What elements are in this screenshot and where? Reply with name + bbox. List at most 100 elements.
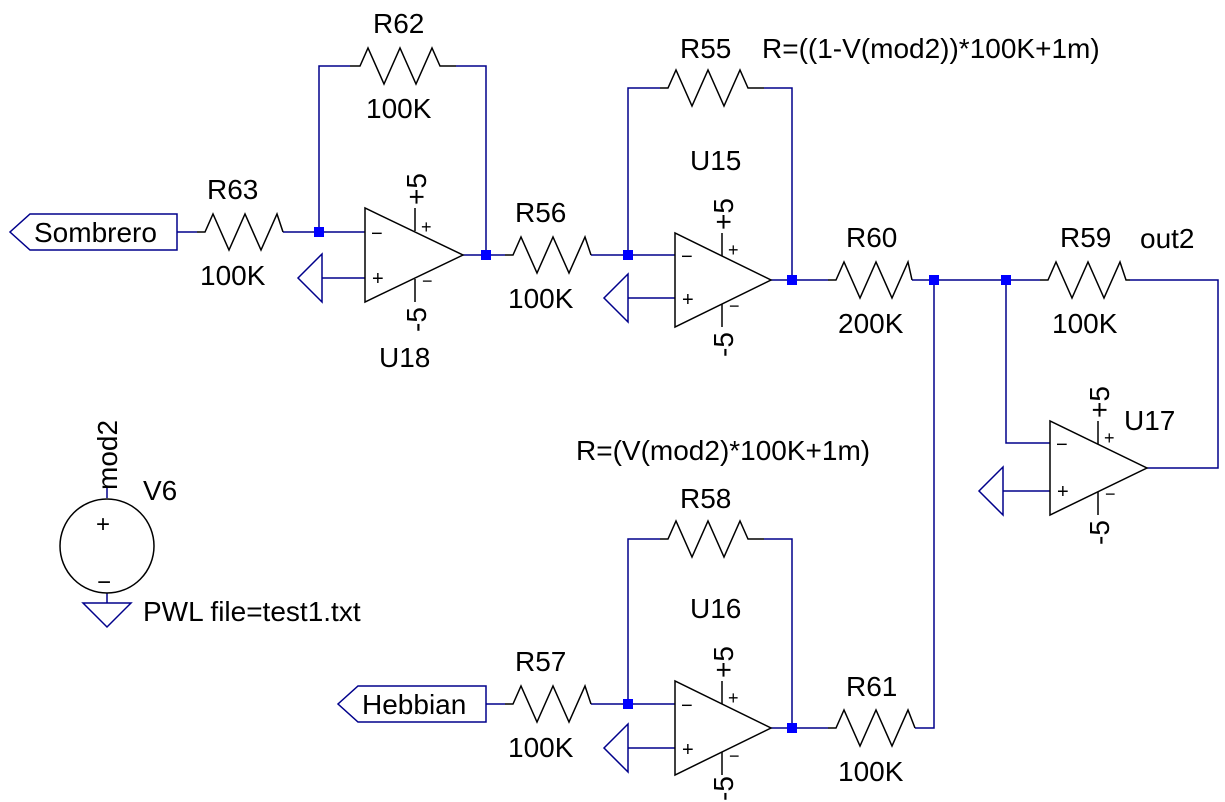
resistor-r61-symbol <box>828 708 916 748</box>
resistor-r57: R57 100K <box>505 646 592 763</box>
opamp-u15-in-minus: − <box>681 246 693 268</box>
opamp-u18-pin-plus: + <box>421 217 432 237</box>
resistor-r57-ref: R57 <box>515 646 566 677</box>
source-v6: + − mod2 V6 PWL file=test1.txt <box>59 420 361 627</box>
ground-v6-icon <box>81 602 133 629</box>
junction-dot <box>623 699 633 709</box>
wires <box>106 65 1219 749</box>
resistor-r62: R62 100K <box>350 8 456 124</box>
port-hebbian: Hebbian <box>336 685 487 723</box>
opamp-u16: − + + − +5 -5 U16 <box>674 593 773 801</box>
resistor-r62-symbol <box>350 46 456 86</box>
source-v6-spec: PWL file=test1.txt <box>143 596 361 627</box>
resistor-r56-value: 100K <box>508 283 574 314</box>
ground-u18-icon <box>296 252 323 304</box>
opamp-u16-in-plus: + <box>682 739 694 761</box>
opamp-u17: − + + − +5 -5 U17 <box>1049 386 1175 545</box>
opamp-u15-in-plus: + <box>682 289 694 311</box>
port-sombrero-flag <box>8 213 178 251</box>
opamp-u16-pin-plus: + <box>728 688 739 708</box>
port-hebbian-label: Hebbian <box>362 689 466 720</box>
wire-r61-sum <box>915 280 935 729</box>
junctions <box>314 227 1011 733</box>
opamp-u16-supply-neg: -5 <box>708 776 739 801</box>
resistor-r63-value: 100K <box>200 260 266 291</box>
opamp-u17-supply-pos: +5 <box>1084 386 1115 418</box>
opamp-u15-pin-plus: + <box>728 240 739 260</box>
source-v6-net: mod2 <box>92 420 123 490</box>
opamp-u17-supply-neg: -5 <box>1084 520 1115 545</box>
source-v6-circle <box>59 498 155 594</box>
opamp-u18-triangle <box>364 206 465 304</box>
resistor-r55-value: R=((1-V(mod2))*100K+1m) <box>762 33 1100 64</box>
resistor-r61-ref: R61 <box>846 671 897 702</box>
net-label-out2: out2 <box>1140 223 1195 254</box>
ground-u17-icon <box>977 465 1004 517</box>
wire-r62-feedback <box>318 65 350 232</box>
resistor-r57-symbol <box>505 683 592 724</box>
opamp-u18-in-plus: + <box>372 268 384 290</box>
opamp-u15-triangle <box>674 231 773 329</box>
wire-r62-feedback-right <box>456 65 487 255</box>
opamp-u17-pin-plus: + <box>1104 428 1115 448</box>
resistor-r63-ref: R63 <box>207 174 258 205</box>
resistor-r58-ref: R58 <box>680 483 731 514</box>
resistor-r60-ref: R60 <box>846 222 897 253</box>
opamp-u16-ref: U16 <box>690 593 741 624</box>
opamp-u15-supply-pos: +5 <box>708 198 739 230</box>
opamp-u18-pin-minus: − <box>422 271 433 291</box>
resistor-r60-value: 200K <box>838 308 904 339</box>
opamp-u17-pin-minus: − <box>1105 484 1116 504</box>
resistor-r58-symbol <box>660 519 764 559</box>
resistor-r57-value: 100K <box>508 732 574 763</box>
opamp-u16-supply-pos: +5 <box>708 646 739 678</box>
resistor-r63: R63 100K <box>197 174 284 291</box>
opamp-u18-supply-pos: +5 <box>401 173 432 205</box>
resistor-r63-symbol <box>197 211 284 252</box>
ground-u15-icon <box>602 272 629 324</box>
resistor-r56-symbol <box>505 234 592 275</box>
junction-dot <box>314 227 324 237</box>
port-sombrero: Sombrero <box>8 213 178 251</box>
junction-dot <box>787 723 797 733</box>
resistor-r58-value: R=(V(mod2)*100K+1m) <box>576 435 870 466</box>
resistor-r56: R56 100K <box>505 197 592 314</box>
resistor-r59-ref: R59 <box>1060 222 1111 253</box>
junction-dot <box>929 275 939 285</box>
resistor-r59-value: 100K <box>1052 308 1118 339</box>
grounds <box>81 252 1004 774</box>
opamp-u16-pin-minus: − <box>729 746 740 766</box>
opamp-u16-triangle <box>674 679 773 777</box>
opamp-u15-supply-neg: -5 <box>708 332 739 357</box>
opamp-u17-ref: U17 <box>1124 405 1175 436</box>
wire-r55-feedback-left <box>627 87 660 255</box>
resistor-r62-value: 100K <box>366 93 432 124</box>
resistor-r55: R55 R=((1-V(mod2))*100K+1m) <box>660 33 1100 108</box>
opamp-u18: − + + − +5 -5 U18 <box>364 173 465 373</box>
resistor-r61-value: 100K <box>838 756 904 787</box>
ground-u16-icon <box>602 722 629 774</box>
wire-r58-feedback-left <box>627 538 660 704</box>
opamp-u18-supply-neg: -5 <box>401 307 432 332</box>
opamp-u17-triangle <box>1049 419 1149 517</box>
opamp-u15-ref: U15 <box>690 145 741 176</box>
opamp-u15: − + + − +5 -5 U15 <box>674 145 773 357</box>
opamp-u17-in-minus: − <box>1056 434 1068 456</box>
opamp-u18-ref: U18 <box>379 342 430 373</box>
resistor-r59: R59 100K <box>1040 222 1130 339</box>
port-sombrero-label: Sombrero <box>34 217 157 248</box>
junction-dot <box>1001 275 1011 285</box>
resistor-r55-ref: R55 <box>680 33 731 64</box>
junction-dot <box>481 250 491 260</box>
opamp-u16-in-minus: − <box>681 695 693 717</box>
junction-dot <box>623 250 633 260</box>
wire-r55-feedback-right <box>764 87 793 280</box>
junction-dot <box>787 275 797 285</box>
port-hebbian-flag <box>336 685 487 723</box>
wire-sum-u17-in <box>1005 280 1050 444</box>
source-v6-ref: V6 <box>143 475 177 506</box>
resistor-r59-symbol <box>1040 259 1130 300</box>
wire-r59-out2 <box>1130 279 1219 469</box>
opamp-u17-in-plus: + <box>1057 481 1069 503</box>
